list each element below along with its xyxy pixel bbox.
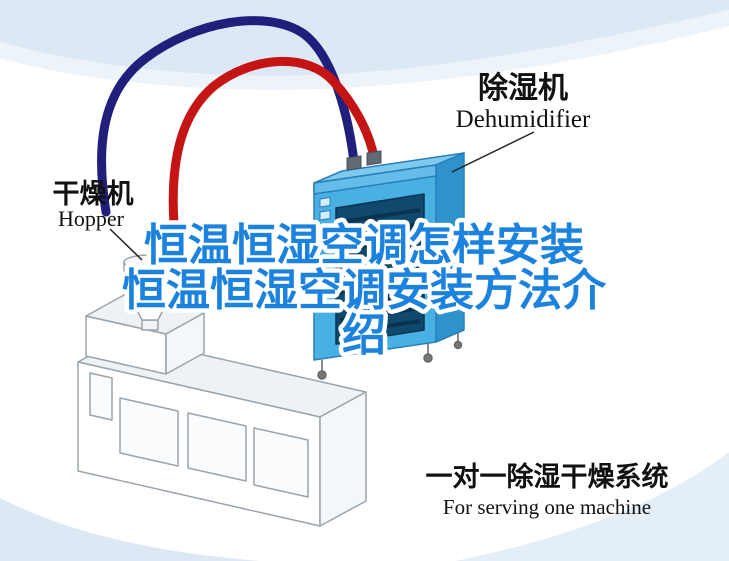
background-swoosh-bottom-left xyxy=(0,498,260,561)
dehumidifier-unit xyxy=(313,152,465,380)
label-line-hopper xyxy=(109,228,143,261)
headline-line-1: 恒温恒湿空调怎样安装 xyxy=(144,221,584,270)
machine-panel-1 xyxy=(119,397,179,467)
background-swoosh-top xyxy=(0,0,729,76)
hopper-funnel xyxy=(123,248,180,331)
dehumidifier-lid-rim xyxy=(313,164,437,195)
grille-slats xyxy=(339,208,421,335)
machine-panel-small xyxy=(89,372,113,421)
label-system-cn: 一对一除湿干燥系统 xyxy=(426,461,669,492)
red-hose xyxy=(168,56,379,251)
headline-line-3: 绍 xyxy=(342,311,386,360)
label-hopper-cn: 干燥机 xyxy=(53,179,134,209)
background-swoosh-top-echo xyxy=(0,10,729,90)
label-system-en: For serving one machine xyxy=(443,495,651,519)
headline-line-2: 恒温恒湿空调安装方法介 xyxy=(122,266,607,315)
machine-side-face xyxy=(319,391,367,527)
label-dehumidifier-en: Dehumidifier xyxy=(456,106,591,133)
funnel-outlet xyxy=(141,319,159,331)
label-hopper-en: Hopper xyxy=(58,206,125,231)
background-swoosh-bottom-right xyxy=(455,452,729,561)
funnel-hose-stub xyxy=(172,248,180,262)
blue-hose-fitting xyxy=(346,155,362,171)
dehumidifier-indicator-1 xyxy=(319,197,331,208)
dehumidifier-indicator-2 xyxy=(319,210,331,221)
red-hose-fitting xyxy=(366,150,382,166)
label-line-dehumidifier xyxy=(451,131,535,173)
machine-panel-3 xyxy=(253,427,309,498)
label-dehumidifier-cn: 除湿机 xyxy=(478,71,568,105)
hose-fittings xyxy=(346,150,382,171)
machine-panel-2 xyxy=(187,412,247,482)
dehumidifier-casters xyxy=(317,331,463,380)
headline: 恒温恒湿空调怎样安装 恒温恒湿空调安装方法介 绍 xyxy=(118,217,612,365)
machine-tower-side xyxy=(165,312,205,375)
